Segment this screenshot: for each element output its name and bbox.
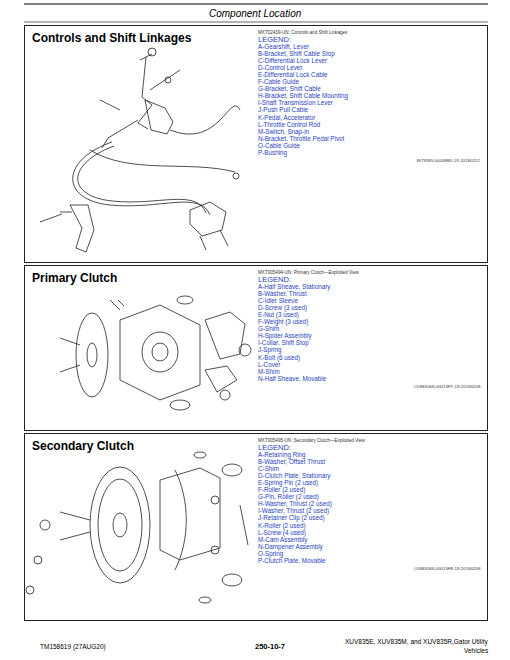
- legend-entry: N-Half Sheave, Movable: [258, 375, 326, 382]
- legend-entry: F-Roller (2 used): [258, 486, 305, 493]
- legend-entry: O-Cable Guide: [258, 142, 300, 149]
- legend-entry: N-Bracket, Throttle Pedal Pivot: [258, 135, 344, 142]
- rule: [24, 4, 488, 5]
- legend-entry: C-Differential Lock Lever: [258, 57, 327, 64]
- legend-entry: N-Dampener Assembly: [258, 543, 323, 550]
- legend-entry: E-Spring Pin (2 used): [258, 479, 318, 486]
- legend-entry: K-Pedal, Accelerator: [258, 114, 315, 121]
- legend-entry: K-Bolt (6 used): [258, 354, 300, 361]
- legend-entry: A-Half Sheave, Stationary: [258, 283, 330, 290]
- legend-entry: K-Roller (2 used): [258, 522, 306, 529]
- legend-entry: H-Spider Assembly: [258, 332, 312, 339]
- legend-entry: F-Weight (3 used): [258, 318, 308, 325]
- legend-entry: A-Gearshift, Lever: [258, 43, 309, 50]
- legend-heading: LEGEND:: [258, 35, 291, 44]
- controls-illustration: [40, 48, 240, 252]
- legend-entry: M-Switch, Snap-in: [258, 128, 309, 135]
- section-panel: Primary Clutch: [24, 265, 488, 431]
- rule: [24, 22, 488, 23]
- legend-heading: LEGEND:: [258, 275, 291, 284]
- figure-id: MXT005494-UN: Primary Clutch—Exploded Vi…: [258, 270, 359, 275]
- legend-entry: E-Differential Lock Cable: [258, 71, 328, 78]
- manual-code: TM158619 (27AUG20): [40, 643, 106, 650]
- figure-id: MXT02439-UN: Controls and Shift Linkages: [258, 30, 347, 35]
- primary-clutch-illustration: [60, 296, 251, 410]
- legend-entry: M-Cam Assembly: [258, 536, 307, 543]
- legend-entry: J-Spring: [258, 346, 281, 353]
- legend-entry: L-Screw (4 used): [258, 529, 306, 536]
- legend-entry: G-Bracket, Shift Cable: [258, 85, 321, 92]
- legend-entry: G-Shim: [258, 325, 279, 332]
- legend-heading: LEGEND:: [258, 443, 291, 452]
- legend-entry: P-Clutch Plate, Movable: [258, 557, 326, 564]
- legend-entry: H-Washer, Thrust (2 used): [258, 500, 332, 507]
- reference-id: OUMX068,00013F7-19-20180208: [414, 384, 480, 389]
- legend-entry: I-Shaft Transmission Lever: [258, 99, 333, 106]
- section-panel: Secondary Clutch: [24, 433, 488, 621]
- legend-entry: C-Shim: [258, 465, 279, 472]
- legend-entry: P-Bushing: [258, 149, 287, 156]
- model-line: XUV835E, XUV835M, and XUV835R,Gator Util…: [345, 638, 488, 645]
- legend-entry: L-Cover: [258, 361, 280, 368]
- legend-entry: J-Push Pull Cable: [258, 106, 308, 113]
- section-heading: Primary Clutch: [32, 271, 117, 285]
- model-line: Vehicles: [464, 647, 488, 654]
- legend-entry: H-Bracket, Shift Cable Mounting: [258, 92, 348, 99]
- figure-id: MXT005495-UN: Secondary Clutch—Exploded …: [258, 438, 365, 443]
- legend-entry: D-Control Lever: [258, 64, 302, 71]
- legend-entry: L-Throttle Control Rod: [258, 121, 320, 128]
- legend-entry: D-Clutch Plate, Stationary: [258, 472, 330, 479]
- legend-entry: M-Shim: [258, 368, 280, 375]
- legend-entry: B-Washer, Offset Thrust: [258, 458, 325, 465]
- page-title: Component Location: [209, 8, 301, 19]
- secondary-clutch-illustration: [26, 452, 248, 603]
- legend-entry: A-Retaining Ring: [258, 451, 306, 458]
- reference-id: OUMX068,00013F8-19-20180208: [414, 566, 480, 571]
- legend-entry: D-Screw (3 used): [258, 304, 307, 311]
- legend-entry: B-Bracket, Shift Cable Stop: [258, 50, 335, 57]
- legend-entry: I-Collar, Shift Stop: [258, 339, 309, 346]
- legend-entry: O-Spring: [258, 550, 283, 557]
- legend-entry: J-Retainer Clip (2 used): [258, 514, 325, 521]
- legend-entry: C-Idler Sleeve: [258, 297, 298, 304]
- legend-entry: F-Cable Guide: [258, 78, 299, 85]
- section-heading: Secondary Clutch: [32, 439, 134, 453]
- legend-entry: G-Pin, Roller (2 used): [258, 493, 319, 500]
- section-heading: Controls and Shift Linkages: [32, 31, 191, 45]
- legend-entry: I-Washer, Thrust (2 used): [258, 507, 329, 514]
- page-number: 250-10-7: [255, 642, 285, 651]
- legend-entry: E-Nut (3 used): [258, 311, 299, 318]
- legend-entry: B-Washer, Thrust: [258, 290, 307, 297]
- reference-id: JK79365,000098D-19-20180212: [416, 158, 480, 163]
- section-panel: Controls and Shift Linkages: [24, 25, 488, 263]
